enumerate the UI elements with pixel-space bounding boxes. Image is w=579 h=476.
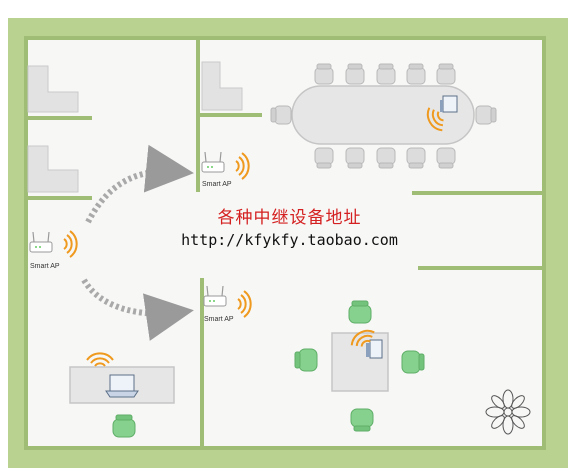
stairs-upper (27, 65, 79, 113)
lower-ap-label: Smart AP (204, 316, 234, 323)
laptop-icon (366, 339, 383, 359)
plant-icon (485, 389, 531, 435)
upper-ap-label: Smart AP (202, 181, 232, 188)
conference-table (291, 85, 475, 145)
stairs-room (201, 61, 243, 111)
laptop-icon (440, 95, 458, 113)
chair-icon (401, 350, 425, 374)
chair-icon (294, 348, 318, 372)
stairs-lower (27, 145, 79, 193)
arrow-icon (81, 278, 194, 341)
chair-icon (350, 408, 374, 432)
left-ap-label: Smart AP (30, 263, 60, 270)
store-url[interactable]: http://kfykfy.taobao.com (181, 231, 398, 249)
promo-title: 各种中继设备地址 (217, 208, 362, 228)
arrow-icon (85, 144, 194, 224)
chair-icon (348, 300, 372, 324)
laptop-icon (105, 374, 139, 398)
walls (26, 38, 544, 448)
chair-icon (112, 414, 136, 438)
